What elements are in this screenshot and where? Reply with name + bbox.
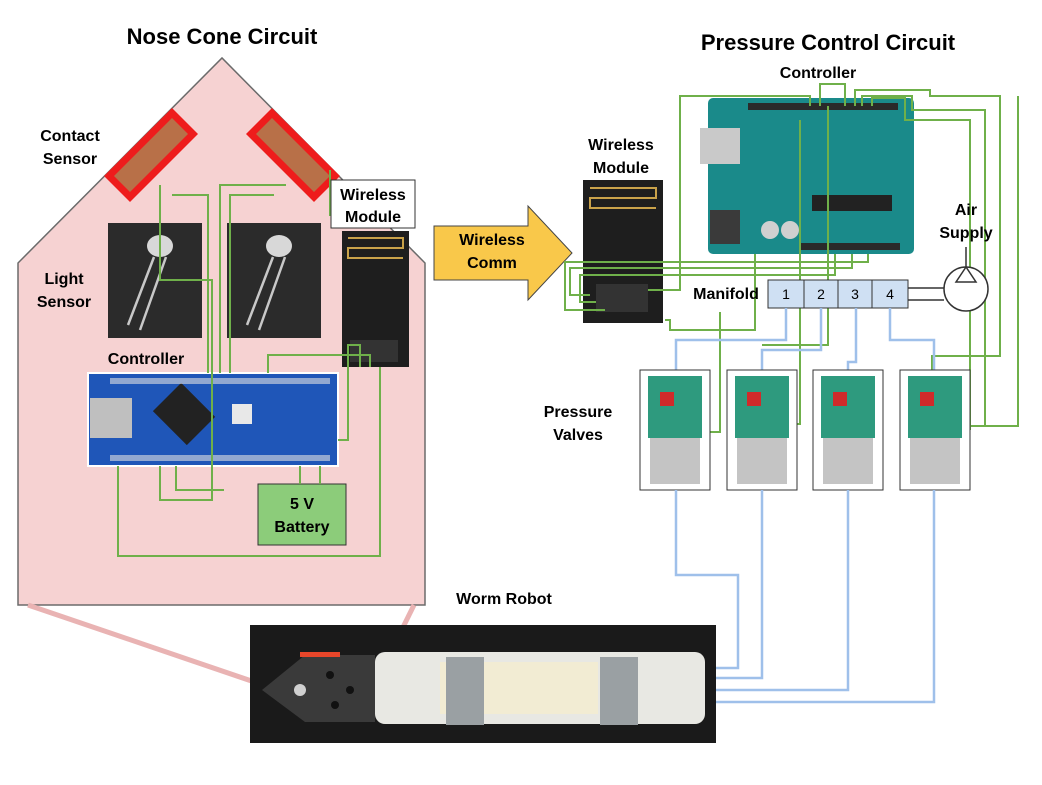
battery-label-line1: 5 V [290, 496, 314, 513]
arduino-uno-board [700, 98, 914, 254]
battery-box [257, 483, 347, 546]
light-sensor-label-line1: Light [44, 271, 84, 288]
nose-wireless-module [342, 231, 409, 367]
nose-cone-title: Nose Cone Circuit [127, 24, 318, 49]
pressure-controller-label: Controller [780, 65, 856, 82]
worm-robot-label: Worm Robot [456, 591, 552, 608]
air-supply-symbol [908, 247, 989, 312]
contact-sensor-label-line1: Contact [40, 128, 100, 145]
light-sensor-right [227, 223, 321, 338]
light-sensor-label-line2: Sensor [37, 294, 91, 311]
manifold-tubing [674, 308, 936, 373]
pressure-valve-4 [899, 369, 971, 491]
pressure-wireless-label-line1: Wireless [588, 137, 654, 154]
pressure-control-wiring [564, 83, 1019, 433]
battery-label-line2: Battery [274, 519, 329, 536]
air-supply-label-line1: Air [955, 202, 977, 219]
manifold-port-1: 1 [782, 286, 790, 302]
manifold-port-3: 3 [851, 286, 859, 302]
nose-cone-wiring [117, 170, 381, 557]
manifold [767, 279, 909, 309]
pressure-control-title: Pressure Control Circuit [701, 30, 956, 55]
wireless-comm-label-line2: Comm [467, 255, 517, 272]
pressure-valves-label-line1: Pressure [544, 404, 613, 421]
wireless-comm-label-line1: Wireless [459, 232, 525, 249]
worm-robot-photo [250, 625, 716, 743]
contact-sensor-left [104, 108, 198, 202]
nose-controller-label: Controller [108, 351, 184, 368]
nose-wireless-label-box [330, 179, 416, 229]
manifold-label: Manifold [693, 286, 759, 303]
valve-to-worm-tubing [674, 490, 936, 704]
manifold-port-2: 2 [817, 286, 825, 302]
contact-sensor-right [246, 108, 340, 202]
wireless-comm-arrow [433, 204, 573, 302]
pressure-valve-2 [726, 369, 798, 491]
manifold-port-4: 4 [886, 286, 894, 302]
contact-sensor-label-line2: Sensor [43, 151, 97, 168]
zoom-line-left [27, 602, 279, 693]
pressure-valve-1 [639, 369, 711, 491]
pressure-wireless-label-line2: Module [593, 160, 649, 177]
pressure-valves-label-line2: Valves [553, 427, 603, 444]
pressure-wireless-module [583, 180, 663, 323]
nose-wireless-label-line2: Module [345, 209, 401, 226]
nose-wireless-label-line1: Wireless [340, 187, 406, 204]
air-supply-label-line2: Supply [939, 225, 992, 242]
pressure-valve-3 [812, 369, 884, 491]
